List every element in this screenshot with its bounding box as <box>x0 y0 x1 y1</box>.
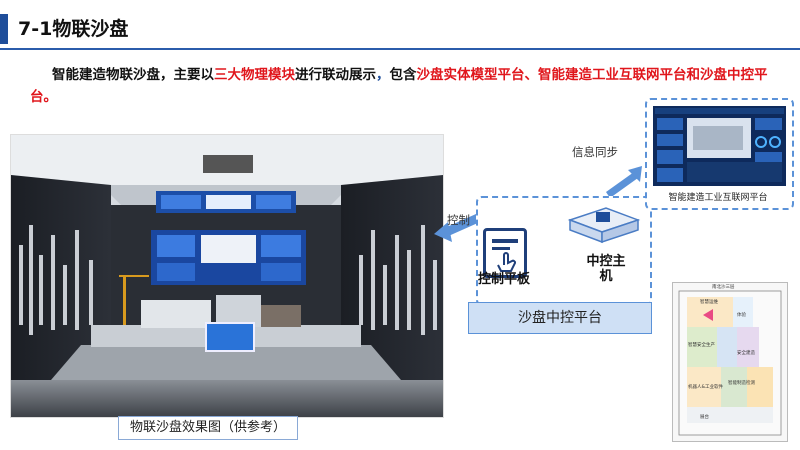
intro-text-3: 包含 <box>389 67 417 83</box>
arrow-sync-head <box>628 166 642 182</box>
intro-highlight-platforms: 沙盘实体模型平台、智能建造工业互联网平台和沙盘中控平台。 <box>30 67 768 105</box>
floor-plan-image <box>672 282 788 442</box>
hand-touch-icon <box>492 239 518 272</box>
host-server-icon <box>567 207 641 244</box>
intro-highlight-modules: 三大物理模块 <box>214 67 295 83</box>
intro-comma: ， <box>376 67 390 83</box>
room-label: 智慧安全生产 <box>688 343 715 348</box>
floor-plan-title: 南北沙三层 <box>712 285 735 290</box>
arrow-sync-to-monitor <box>606 172 638 198</box>
intro-text-1: 智能建造物联沙盘，主要以 <box>52 67 214 83</box>
room-label: 机器人&工业软件 <box>688 385 724 390</box>
host-label: 中控主机 <box>586 254 626 284</box>
render-caption: 物联沙盘效果图（供参考） <box>118 416 298 440</box>
title-accent-bar <box>0 14 8 44</box>
room-label: 展台 <box>700 415 709 420</box>
dashboard-screenshot <box>653 106 786 186</box>
floor-plan-graphic <box>678 290 782 436</box>
room-label: 智能制造检测 <box>728 381 755 386</box>
title-divider <box>0 48 800 50</box>
arrow-control-to-scene-head <box>434 222 452 242</box>
sandbox-render-image <box>10 134 444 418</box>
room-label: 智慧运维 <box>700 300 718 305</box>
tablet-label: 控制平板 <box>478 272 531 287</box>
room-label: 体验 <box>737 313 746 318</box>
sandbox-render-graphic <box>11 135 443 417</box>
control-platform-label: 沙盘中控平台 <box>468 302 652 334</box>
intro-paragraph: 智能建造物联沙盘，主要以三大物理模块进行联动展示，包含沙盘实体模型平台、智能建造… <box>30 64 780 108</box>
industrial-platform-box <box>645 98 794 210</box>
tablet-icon <box>483 228 527 278</box>
intro-text-2: 进行联动展示 <box>295 67 376 83</box>
label-info-sync: 信息同步 <box>572 145 618 159</box>
industrial-platform-caption: 智能建造工业互联网平台 <box>668 193 768 203</box>
room-label: 安全建造 <box>737 351 755 356</box>
label-control-1: 控制 <box>447 213 470 227</box>
page-title: 7-1物联沙盘 <box>18 18 129 40</box>
